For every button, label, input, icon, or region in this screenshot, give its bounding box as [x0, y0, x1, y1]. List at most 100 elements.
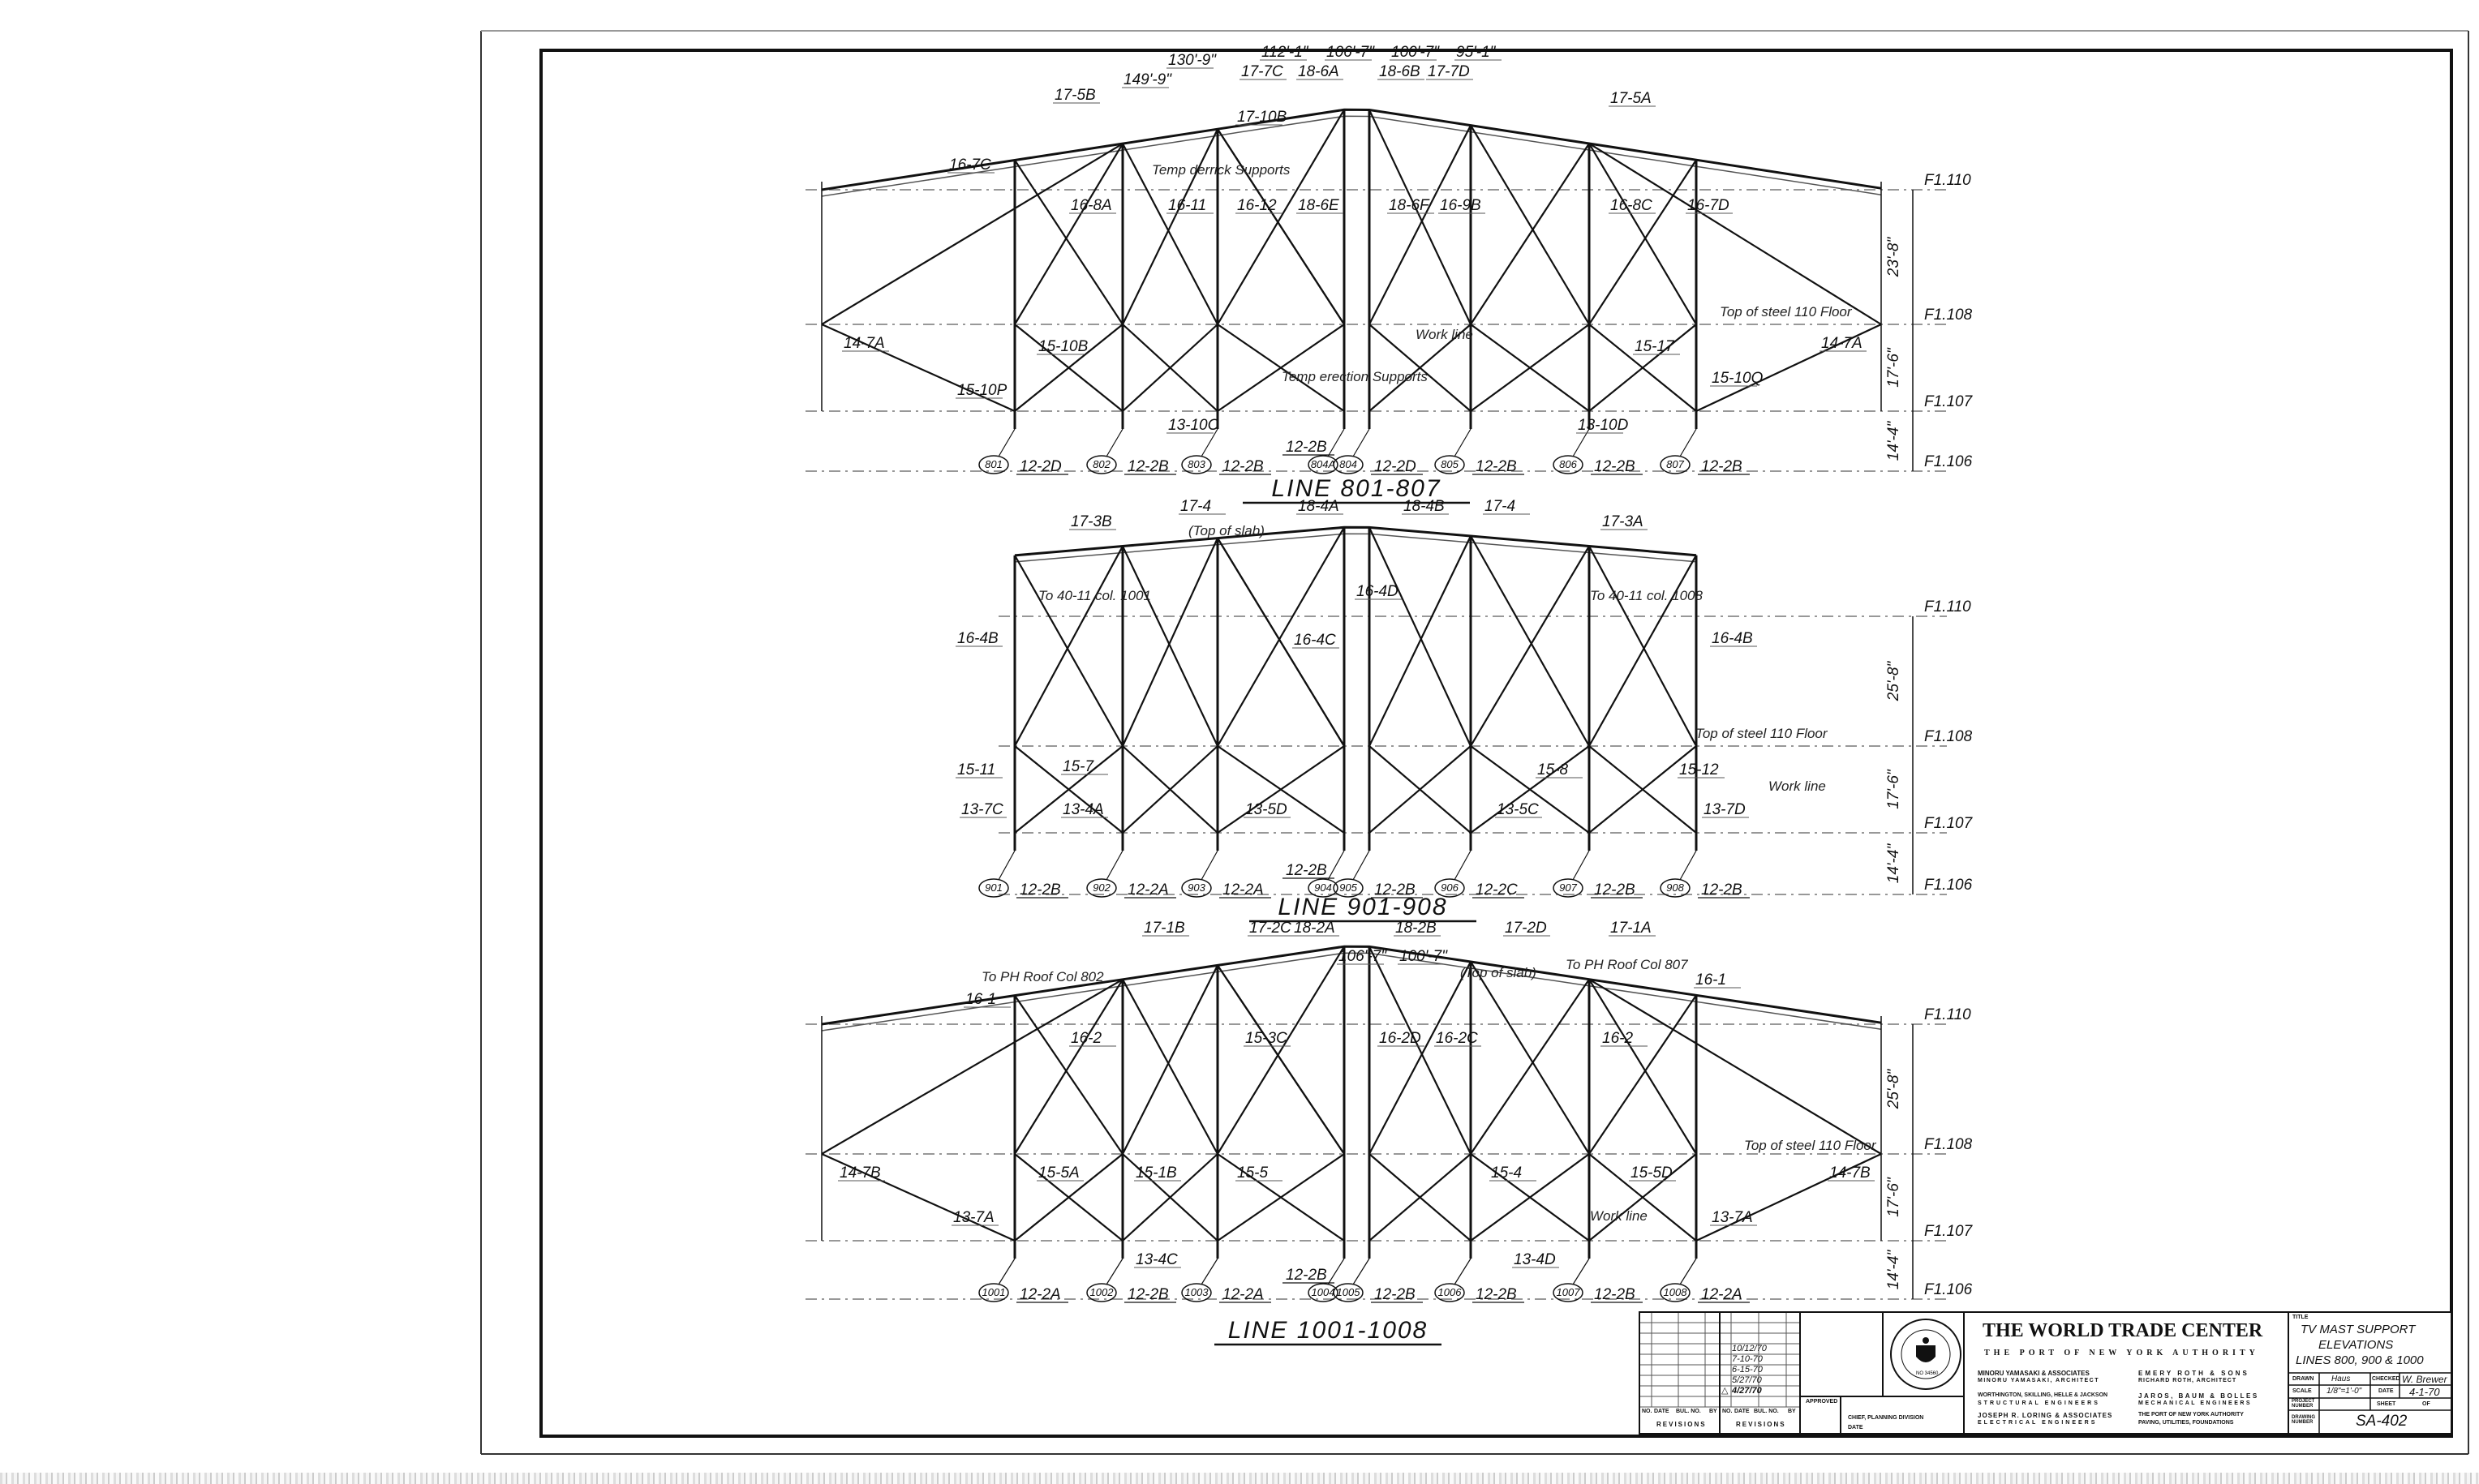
column-tag-bubble	[1553, 1283, 1583, 1302]
firm-sub: MINORU YAMASAKI, ARCHITECT	[1978, 1378, 2099, 1383]
member-label: 13-4C	[1136, 1251, 1178, 1268]
column-tag-bubble	[1434, 455, 1465, 474]
floor-label: F1.110	[1924, 598, 1971, 615]
diagonal-brace	[1217, 745, 1345, 834]
top-chord	[1014, 525, 1697, 557]
member-label: 16-7D	[1687, 197, 1729, 214]
diagonal-brace	[1217, 964, 1345, 1155]
member-label: 13-7C	[961, 801, 1003, 818]
column-tag-bubble	[978, 878, 1009, 898]
column-tag: 1006	[1438, 1286, 1463, 1298]
column-leader	[1327, 428, 1345, 457]
member-label: 13-10C	[1168, 417, 1219, 434]
column-tag: 801	[985, 458, 1003, 470]
member-label: 17-7D	[1428, 63, 1470, 80]
diagonal-brace	[1014, 994, 1123, 1155]
member-label: 13-10D	[1578, 417, 1629, 434]
member-label: 15-5A	[1038, 1164, 1080, 1182]
end-diagonal	[821, 143, 1123, 325]
column-tag-bubble	[1308, 455, 1338, 474]
column-leader	[1454, 1258, 1472, 1285]
base-plate-label: 12-2B	[1128, 458, 1169, 475]
end-diagonal	[1695, 1153, 1882, 1242]
revision-date-2: 7-10-70	[1732, 1354, 1763, 1364]
member-label: 14-7A	[1821, 335, 1862, 352]
member-label: 17-5A	[1610, 90, 1652, 107]
column-leader	[1454, 850, 1472, 881]
member-label: 100'-7"	[1399, 948, 1448, 965]
column-tag-bubble	[1086, 455, 1117, 474]
drawing-note: Temp erection Supports	[1282, 369, 1428, 384]
member-label: 15-17	[1635, 338, 1675, 355]
end-diagonal	[1588, 978, 1882, 1155]
floor-label: F1.106	[1924, 453, 1973, 470]
member-label: 18-6E	[1298, 197, 1339, 214]
firm-sub: ELECTRICAL ENGINEERS	[1978, 1420, 2098, 1426]
diagonal-brace	[1588, 1153, 1697, 1242]
member-label: 95'-1"	[1456, 44, 1497, 61]
member-label: 106'-7"	[1338, 948, 1387, 965]
firm-name: THE PORT OF NEW YORK AUTHORITY	[2138, 1412, 2244, 1418]
member-label: 15-1B	[1136, 1164, 1177, 1182]
diagonal-brace	[1368, 1153, 1472, 1242]
diagonal-brace	[1014, 1153, 1123, 1242]
base-plate-label: 12-2A	[1222, 881, 1264, 899]
column-tag-bubble	[978, 455, 1009, 474]
diagonal-brace	[1368, 946, 1472, 1155]
diagonal-brace	[1122, 128, 1218, 325]
diagonal-brace	[1368, 526, 1472, 747]
drawing-note: Top of steel 110 Floor	[1720, 304, 1853, 320]
dimension-label: 14'-4"	[1885, 421, 1902, 461]
base-plate-label: 12-2B	[1476, 1286, 1517, 1303]
column-tag: 1001	[982, 1286, 1006, 1298]
column-tag: 904	[1314, 881, 1332, 894]
diagonal-brace	[1217, 128, 1345, 325]
column-leader	[1201, 428, 1218, 457]
column-tag: 803	[1188, 458, 1205, 470]
column-tag: 805	[1441, 458, 1459, 470]
drawing-note: Work line	[1416, 327, 1473, 342]
elevation-line-801-807: F1.110F1.108F1.107F1.10623'-8"17'-6"14'-…	[806, 44, 1974, 504]
member-label: 16-4C	[1294, 632, 1336, 649]
diagonal-brace	[1588, 555, 1697, 747]
member-label: 16-4D	[1356, 583, 1398, 600]
diagonal-brace	[1368, 535, 1472, 747]
revisions-label-2: REVISIONS	[1736, 1421, 1786, 1428]
base-plate-label: 12-2B	[1701, 881, 1742, 899]
base-plate-label: 12-2B	[1594, 458, 1635, 475]
column-tag-bubble	[1333, 878, 1364, 898]
column-tag-bubble	[1434, 1283, 1465, 1302]
member-label: 16-1	[965, 991, 996, 1008]
column-tag-bubble	[1308, 878, 1338, 898]
revision-date-4: 5/27/70	[1732, 1375, 1762, 1385]
drawing-title-line-2: ELEVATIONS	[2318, 1338, 2394, 1352]
elevation-title: LINE 901-908	[1278, 894, 1447, 920]
column-leader	[998, 428, 1016, 457]
diagonal-brace	[1014, 745, 1123, 834]
firms-block: THE WORLD TRADE CENTER THE PORT OF NEW Y…	[1963, 1311, 2289, 1435]
column-tag: 905	[1339, 881, 1357, 894]
member-label: 17-10B	[1237, 109, 1287, 126]
drawn-value: Haus	[2331, 1375, 2351, 1383]
approved-label: APPROVED	[1806, 1399, 1838, 1405]
drawing-note: Top of steel 110 Floor	[1744, 1138, 1877, 1153]
approval-date-label: DATE	[1848, 1425, 1863, 1430]
top-chord-inner	[821, 952, 1882, 1032]
member-label: 14-7A	[844, 335, 885, 352]
diagonal-brace	[1588, 745, 1697, 834]
diagonal-brace	[1368, 109, 1472, 325]
member-label: 18-6A	[1298, 63, 1339, 80]
elevation-line-1001-1008: F1.110F1.108F1.107F1.10625'-8"17'-6"14'-…	[806, 920, 1974, 1346]
revision-date-5: 4/27/70	[1732, 1386, 1762, 1396]
base-plate-label: 12-2B	[1594, 881, 1635, 899]
member-label: 17-2C	[1249, 920, 1291, 937]
member-label: 16-4B	[957, 630, 999, 647]
diagonal-brace	[1470, 143, 1590, 325]
drawing-note: Top of steel 110 Floor	[1695, 726, 1828, 741]
scale-value: 1/8"=1'-0"	[2326, 1387, 2362, 1396]
base-plate-label: 12-2A	[1020, 1286, 1061, 1303]
column-leader	[1352, 428, 1370, 457]
elevation-title: LINE 1001-1008	[1228, 1317, 1429, 1344]
floor-label: F1.108	[1924, 1136, 1973, 1153]
member-label: 16-12	[1237, 197, 1277, 214]
